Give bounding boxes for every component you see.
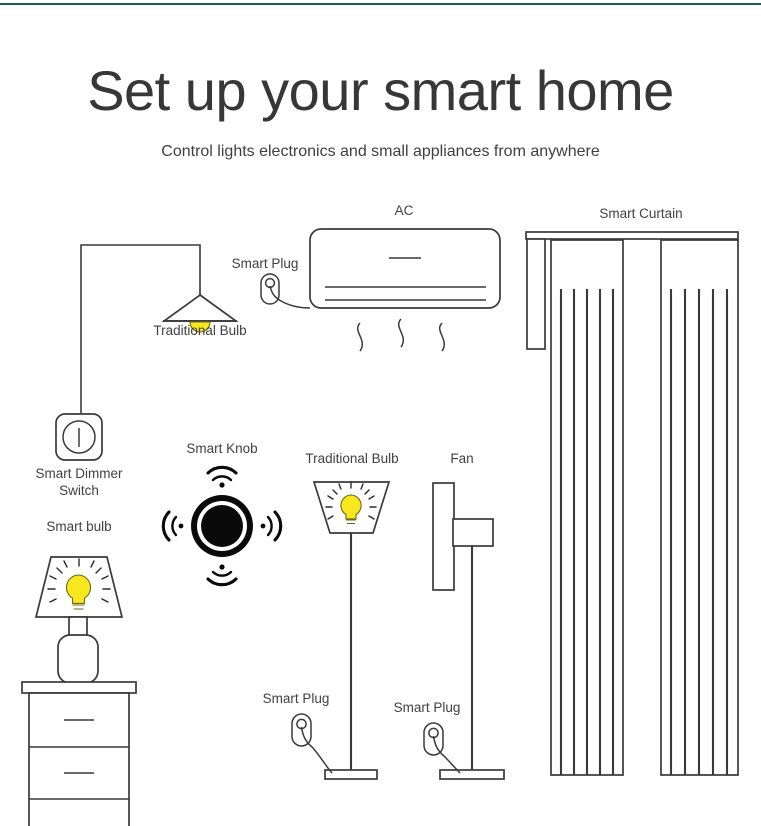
wifi-arc-left-icon — [161, 510, 184, 542]
fan-blade-housing — [432, 482, 455, 591]
label-smart-knob: Smart Knob — [186, 441, 257, 456]
smart-bulb-glow — [47, 558, 111, 610]
floor-lamp-bulb-glow — [325, 481, 377, 525]
label-smart-plug-fan: Smart Plug — [394, 700, 461, 715]
smart-knob-signal-icons — [161, 465, 283, 587]
wifi-arc-bottom-icon — [206, 564, 238, 587]
label-traditional-bulb-floor: Traditional Bulb — [305, 451, 398, 466]
smart-knob[interactable] — [191, 495, 253, 557]
smart-dimmer-switch[interactable] — [55, 413, 103, 461]
bulb-rays-icon — [325, 481, 377, 520]
floor-lamp[interactable] — [312, 481, 391, 780]
air-conditioner[interactable] — [309, 228, 501, 309]
bulb-rays-icon — [47, 558, 111, 603]
label-traditional-bulb-pendant: Traditional Bulb — [153, 323, 246, 338]
page-title: Set up your smart home — [87, 59, 674, 122]
label-smart-dimmer-switch-line2: Switch — [59, 483, 99, 498]
curtain-pleats-left — [559, 289, 615, 775]
smart-plug-fan[interactable] — [423, 722, 461, 774]
nightstand[interactable] — [21, 681, 137, 826]
label-smart-curtain: Smart Curtain — [599, 206, 682, 221]
label-smart-bulb: Smart bulb — [46, 519, 111, 534]
smart-curtain[interactable] — [525, 231, 739, 776]
page-subtitle: Control lights electronics and small app… — [161, 143, 600, 160]
dimmer-to-pendant-wire — [80, 244, 201, 413]
pendant-lamp[interactable] — [161, 289, 239, 333]
smart-home-diagram: Traditional Bulb Smart Dimmer Switch Sma… — [0, 185, 761, 826]
label-ac: AC — [395, 203, 414, 218]
wifi-arc-top-icon — [206, 465, 238, 488]
label-smart-plug-floorlamp: Smart Plug — [263, 691, 330, 706]
label-smart-dimmer-switch-line1: Smart Dimmer — [36, 466, 124, 481]
wifi-arc-right-icon — [260, 510, 283, 542]
smart-plug-floorlamp[interactable] — [291, 713, 333, 774]
pendant-bulb-glow — [189, 321, 211, 333]
fan-base — [439, 769, 505, 780]
ac-airflow-icon — [357, 318, 445, 352]
fan-motor-housing — [452, 518, 494, 547]
curtain-pleats-right — [669, 289, 729, 775]
top-accent-rule — [0, 3, 761, 5]
label-fan: Fan — [450, 451, 473, 466]
bedside-lamp[interactable] — [34, 556, 124, 684]
pedestal-fan[interactable] — [432, 482, 505, 780]
smart-plug-ac[interactable] — [260, 273, 311, 309]
label-smart-plug-ac: Smart Plug — [232, 256, 299, 271]
